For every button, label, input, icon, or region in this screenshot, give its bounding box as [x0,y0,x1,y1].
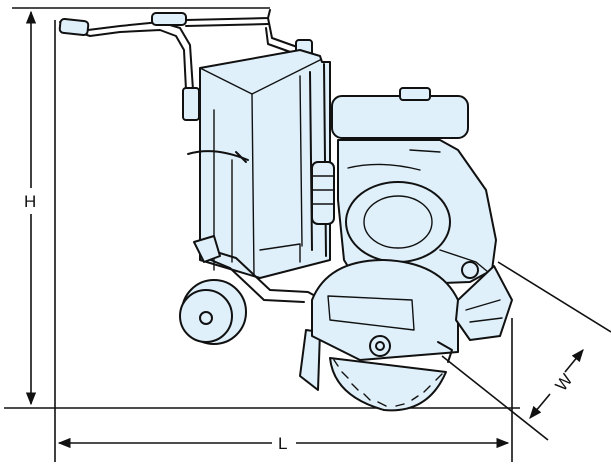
height-label: H [24,192,36,211]
tank-frame [187,49,331,279]
side-wheel [179,235,331,345]
height-dimension: H [4,7,520,409]
length-label: L [278,434,287,453]
length-dimension: L [54,20,513,462]
blade-guard [299,259,459,412]
handle-bars [58,9,313,121]
front-wheel [455,265,513,341]
width-label: W [552,370,577,394]
width-dimension: W [441,261,611,441]
engine-block [311,87,509,311]
